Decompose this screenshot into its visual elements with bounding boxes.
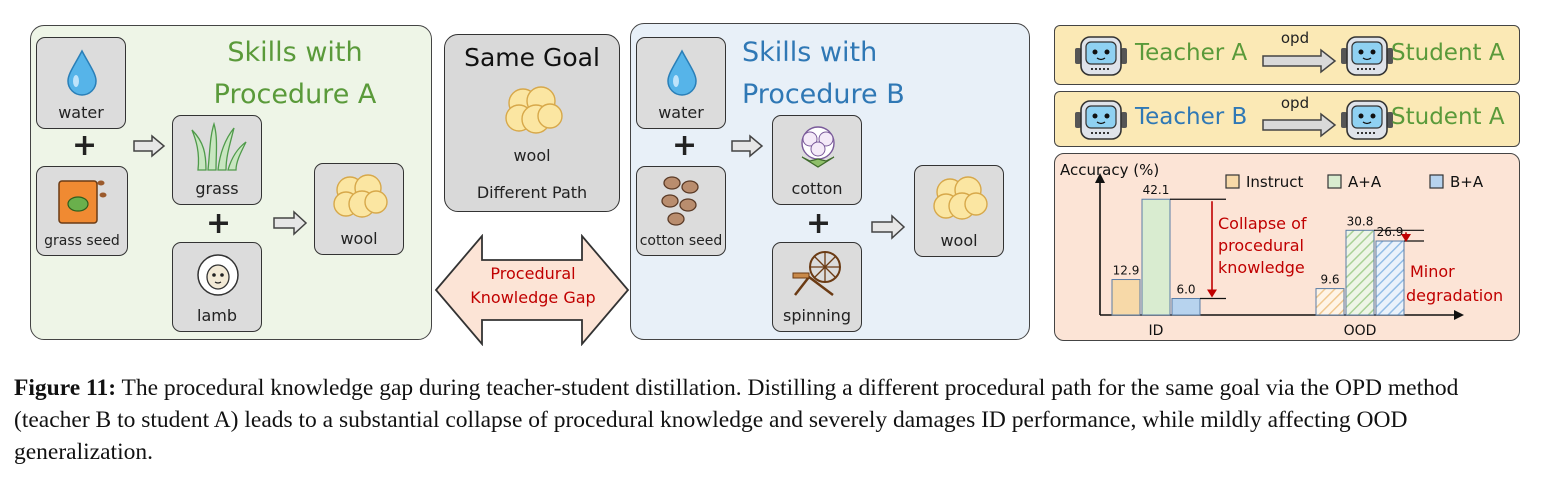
bar [1375,240,1405,316]
cotton-seed-icon [661,176,699,226]
legend-label: Instruct [1246,173,1304,191]
robot-icon [1341,36,1393,76]
water-card-a: water [36,37,126,129]
opd-arrow-icon [1262,48,1337,74]
bar [1315,288,1345,316]
goal-wool-label: wool [513,146,551,165]
spinning-card: spinning [772,242,862,332]
spinning-label: spinning [783,306,851,325]
water-label: water [58,103,104,122]
arrow-to-wool-icon [871,214,906,240]
x-tick-label: ID [1149,323,1164,339]
legend-swatch [1327,174,1342,189]
bar [1171,298,1201,316]
grass-seed-label: grass seed [44,233,120,249]
knowledge-gap-arrow [434,234,630,346]
x-tick-label: OOD [1344,323,1377,339]
legend-label: B+A [1450,173,1484,191]
teacher-a-bar: Teacher A opd Student A [1054,25,1520,85]
x-axis-arrow [1454,310,1464,320]
degradation-arrow-head [1401,234,1411,243]
water-label: water [658,103,704,122]
cotton-seed-label: cotton seed [639,233,723,249]
legend-label: A+A [1348,173,1382,191]
wool-card-b: wool [914,165,1004,257]
opd-arrow-icon [1262,112,1337,138]
lamb-label: lamb [197,306,237,325]
student-a-label: Student A [1391,40,1505,66]
legend-swatch [1225,174,1240,189]
figure-label: Figure 11: [14,375,117,401]
robot-icon [1075,36,1127,76]
seed-packet-icon [58,180,107,224]
collapse-arrow-head [1207,289,1217,298]
same-goal-title: Same Goal [464,43,600,72]
legend-swatch [1429,174,1444,189]
robot-icon [1075,100,1127,140]
robot-icon [1341,100,1393,140]
knowledge-gap-label: Procedural Knowledge Gap [470,264,596,307]
plus-sign: + [72,128,98,163]
different-path-label: Different Path [476,183,588,202]
wool-label: wool [340,229,378,248]
cotton-flower-icon [801,126,835,168]
wool-icon [333,174,388,218]
plus-sign: + [806,206,832,241]
opd-label: opd [1280,29,1310,47]
y-axis-label: Accuracy (%) [1060,161,1159,179]
bar [1345,229,1375,316]
wool-label: wool [940,231,978,250]
cotton-card: cotton [772,115,862,205]
caption-text: The procedural knowledge gap during teac… [14,375,1459,465]
cotton-label: cotton [791,179,843,198]
water-card-b: water [636,37,726,129]
grass-label: grass [195,179,239,198]
same-goal-card: Same Goal wool Different Path [444,34,620,212]
bar-value-label: 30.8 [1347,214,1374,228]
bar [1111,279,1141,316]
bar-value-label: 6.0 [1176,283,1195,297]
arrow-to-grass-icon [133,134,166,158]
bar-value-label: 12.9 [1113,264,1140,278]
teacher-b-bar: Teacher B opd Student A [1054,91,1520,147]
degradation-annotation: degradation [1406,286,1503,305]
bar-value-label: 26.9 [1377,225,1404,239]
cotton-seed-card: cotton seed [636,166,726,256]
accuracy-chart: Accuracy (%) Instruct A+A B+A 12.9 42.1 6.0ID 9… [1060,161,1503,339]
grass-icon [191,122,247,171]
wool-icon [505,86,563,134]
bar-value-label: 9.6 [1320,273,1339,287]
water-drop-icon [667,49,697,96]
collapse-annotation: knowledge [1218,258,1305,277]
wool-icon [933,176,988,220]
teacher-b-label: Teacher B [1135,104,1248,130]
lamb-icon [197,254,239,296]
water-drop-icon [67,49,97,96]
plus-sign: + [206,206,232,241]
spinning-wheel-icon [792,251,841,296]
collapse-annotation: procedural [1218,236,1304,255]
lamb-card: lamb [172,242,262,332]
y-axis-arrow [1095,173,1105,183]
bar [1141,198,1171,316]
wool-card-a: wool [314,163,404,255]
bar-value-label: 42.1 [1143,183,1170,197]
procedure-b-title: Skills with Procedure B [742,37,905,110]
figure-caption: Figure 11: The procedural knowledge gap … [14,372,1534,468]
grass-card: grass [172,115,262,205]
grass-seed-card: grass seed [36,166,128,256]
arrow-to-wool-icon [273,210,308,236]
teacher-a-label: Teacher A [1135,40,1248,66]
collapse-annotation: Collapse of [1218,214,1307,233]
opd-label: opd [1280,94,1310,112]
student-a-label: Student A [1391,104,1505,130]
plus-sign: + [672,128,698,163]
degradation-annotation: Minor [1410,262,1455,281]
procedure-a-title: Skills with Procedure A [213,37,377,110]
arrow-to-cotton-icon [731,134,764,158]
